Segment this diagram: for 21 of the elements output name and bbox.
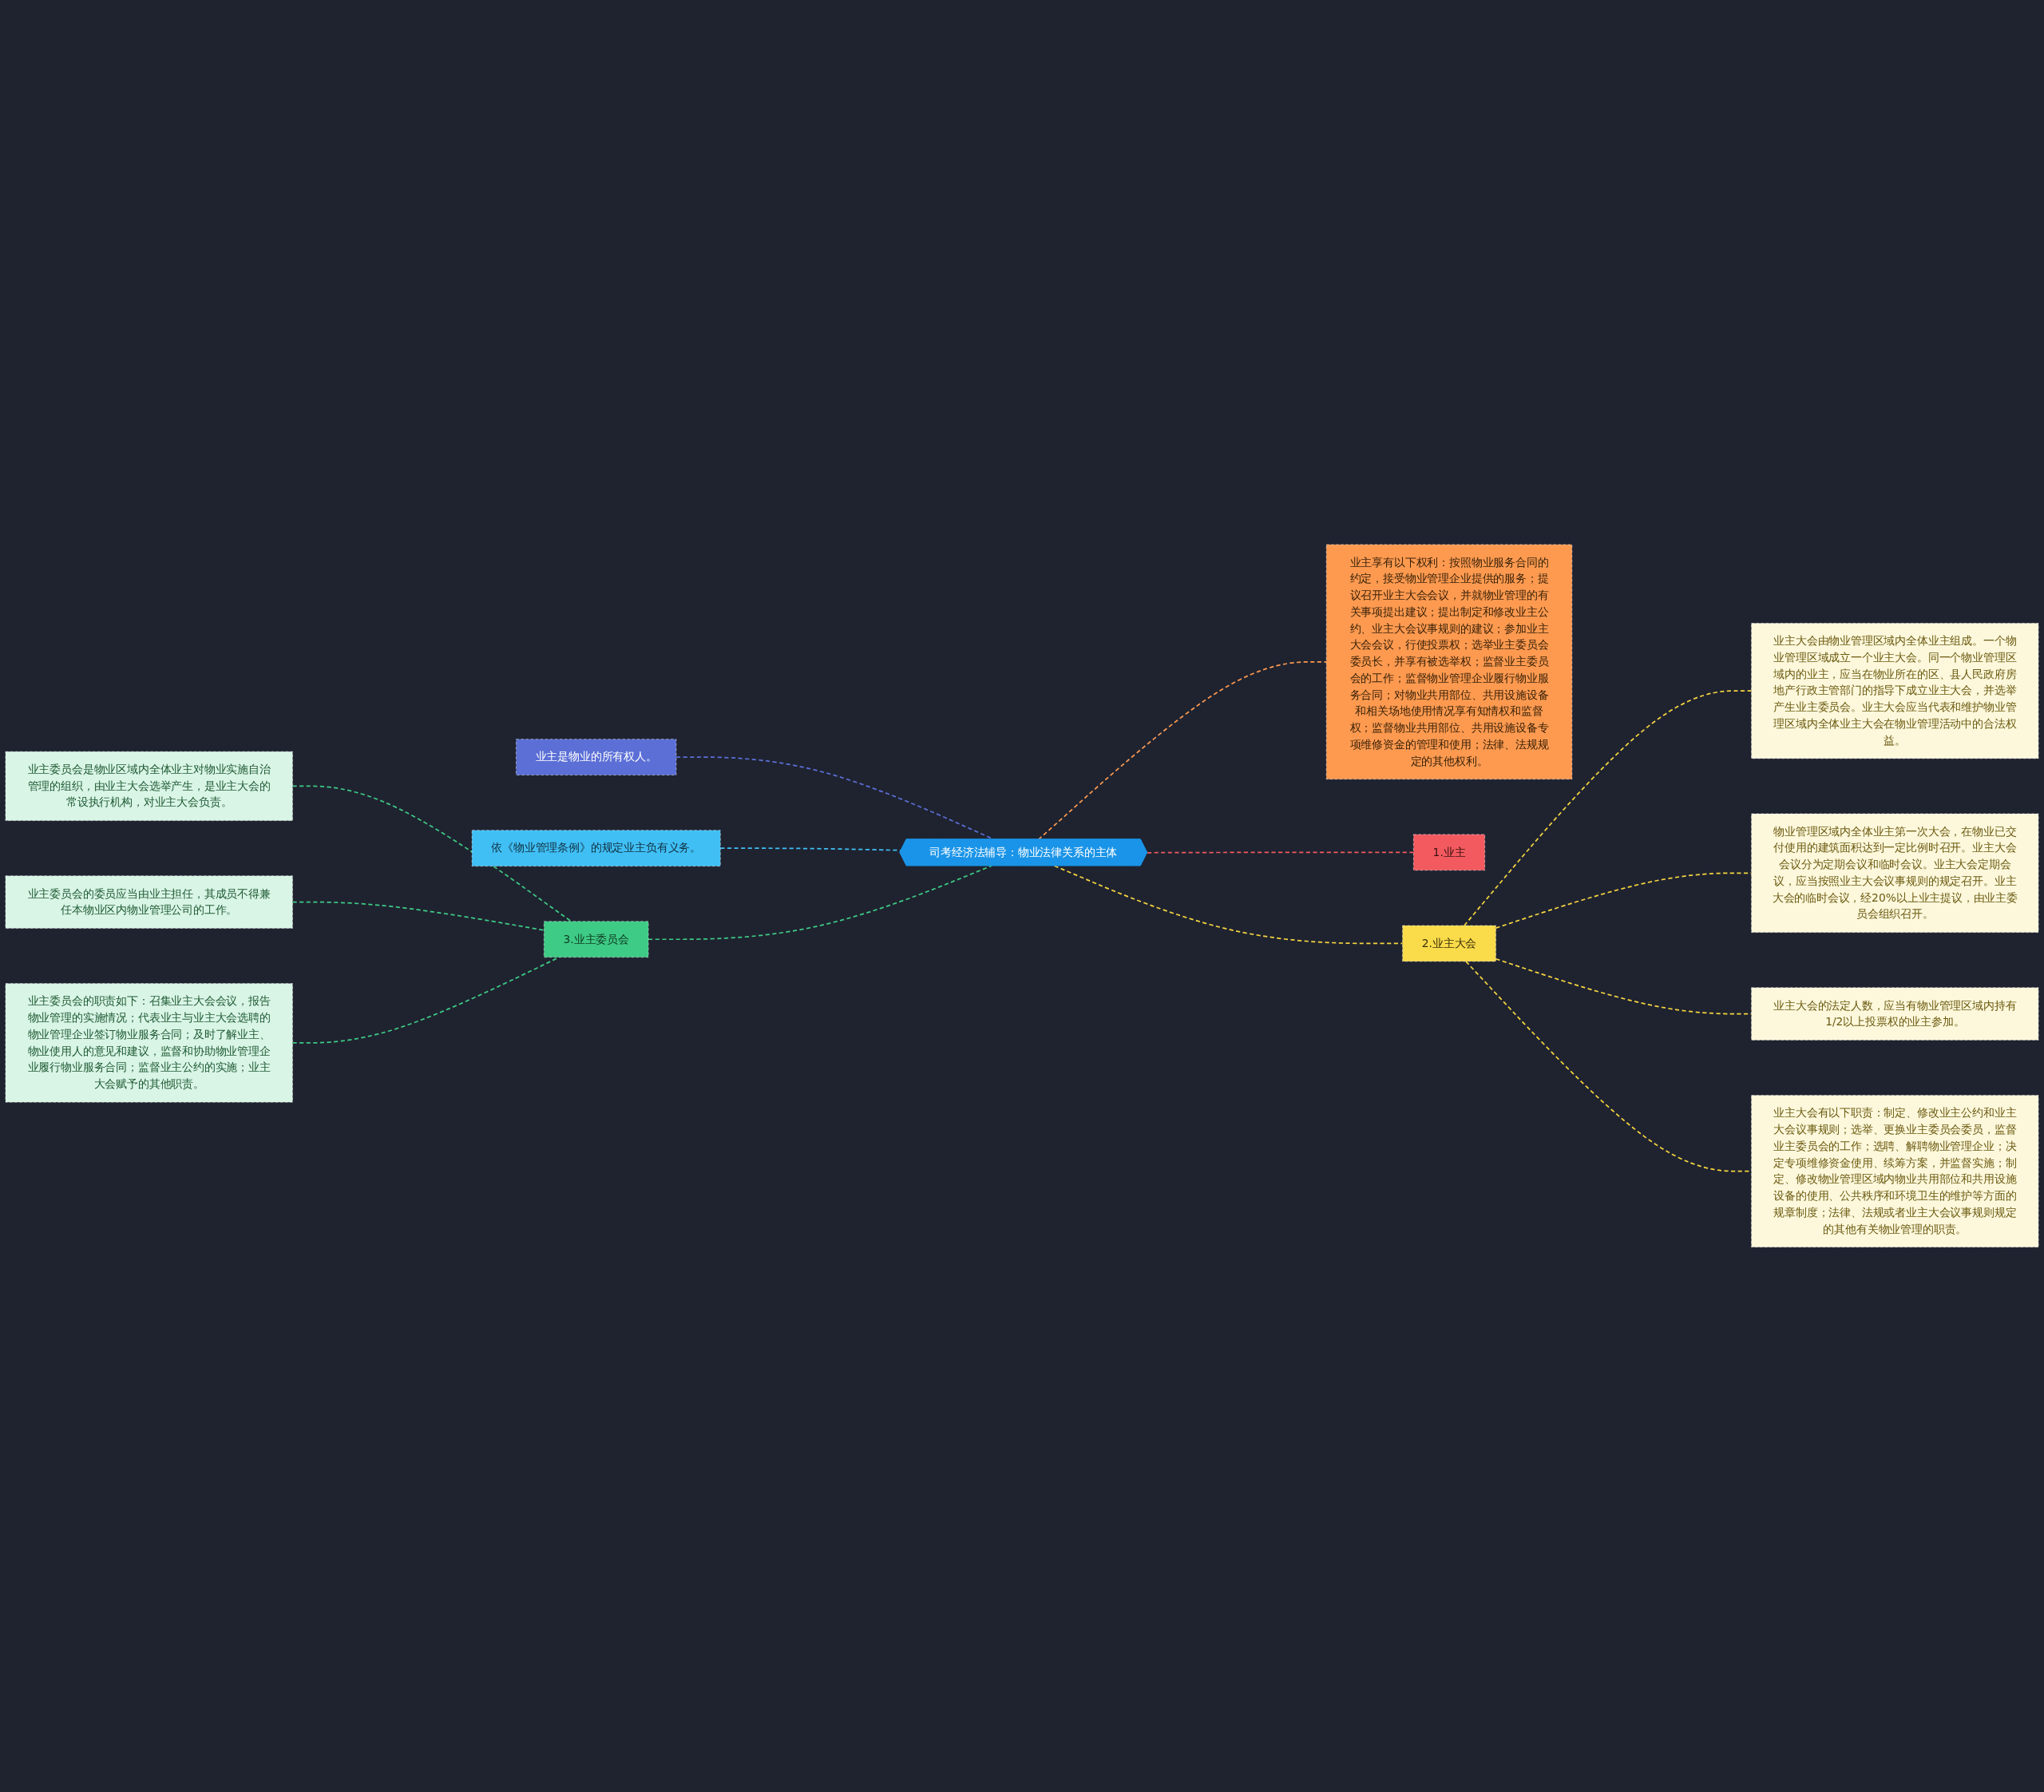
- connector: [291, 901, 545, 931]
- connector: [1147, 851, 1415, 854]
- connector: [1037, 661, 1328, 841]
- node-box: 业主大会有以下职责：制定、修改业主公约和业主大会议事规则；选举、更换业主委员会委员，监督业主委员会的工作；选聘、解聘物业管理企业；决定专项维修资金使用、续筹方案，并监督实施；制定、修改物业管理区域内物业共用部位和共用设施设备的使用、公共秩序和环境卫生的维护等方面的规章制度；法律、法规或者业主大会议事规则规定的其他有关物业管理的职责。: [1751, 1095, 2039, 1248]
- node-box: 业主大会由物业管理区域内全体业主组成。一个物业管理区域成立一个业主大会。同一个物业管理区域内的业主，应当在物业所在的区、县人民政府房地产行政主管部门的指导下成立业主大会，并选举产生业主委员会。业主大会应当代表和维护物业管理区域内全体业主大会在物业管理活动中的合法权益。: [1751, 623, 2039, 759]
- node-box: 业主大会的法定人数，应当有物业管理区域内持有1/2以上投票权的业主参加。: [1751, 987, 2039, 1041]
- node-box: 2.业主大会: [1402, 925, 1496, 962]
- node-box: 1.业主: [1413, 834, 1486, 871]
- node-box: 业主委员会的委员应当由业主担任，其成员不得兼任本物业区内物业管理公司的工作。: [5, 875, 293, 930]
- connector: [719, 847, 902, 851]
- connector: [1464, 690, 1753, 926]
- connector: [648, 865, 992, 941]
- node-box: 物业管理区域内全体业主第一次大会，在物业已交付使用的建筑面积达到一定比例时召开。业主大会会议分为定期会议和临时会议。业主大会定期会议，应当按照业主大会议事规则的规定召开。业主大会的临时会议，经20%以上业主提议，由业主委员会组织召开。: [1751, 813, 2039, 934]
- node-box: 业主委员会的职责如下：召集业主大会会议，报告物业管理的实施情况；代表业主与业主大会选聘的物业管理企业签订物业服务合同；及时了解业主、物业使用人的意见和建议，监督和协助物业管理企业履行物业服务合同；监督业主公约的实施；业主大会赋予的其他职责。: [5, 983, 293, 1103]
- node-box: 业主委员会是物业区域内全体业主对物业实施自治管理的组织，由业主大会选举产生，是业主大会的常设执行机构，对业主大会负责。: [5, 751, 293, 822]
- node-box: 业主是物业的所有权人。: [516, 739, 677, 776]
- node-box: 业主享有以下权利：按照物业服务合同的约定，接受物业管理企业提供的服务；提议召开业主大会会议，并就物业管理的有关事项提出建议；提出制定和修改业主公约、业主大会议事规则的建议；参加业主大会会议，行使投票权；选举业主委员会委员长，并享有被选举权；监督业主委员会的工作；监督物业管理企业履行物业服务合同；对物业共用部位、共用设施设备和相关场地使用情况享有知情权和监督权；监督物业共用部位、共用设施设备专项维修资金的管理和使用；法律、法规规定的其他权利。: [1325, 544, 1573, 780]
- node-box: 依《物业管理条例》的规定业主负有义务。: [471, 830, 721, 867]
- node-box: 3.业主委员会: [543, 921, 649, 958]
- connector: [291, 785, 572, 922]
- connector: [1053, 865, 1404, 945]
